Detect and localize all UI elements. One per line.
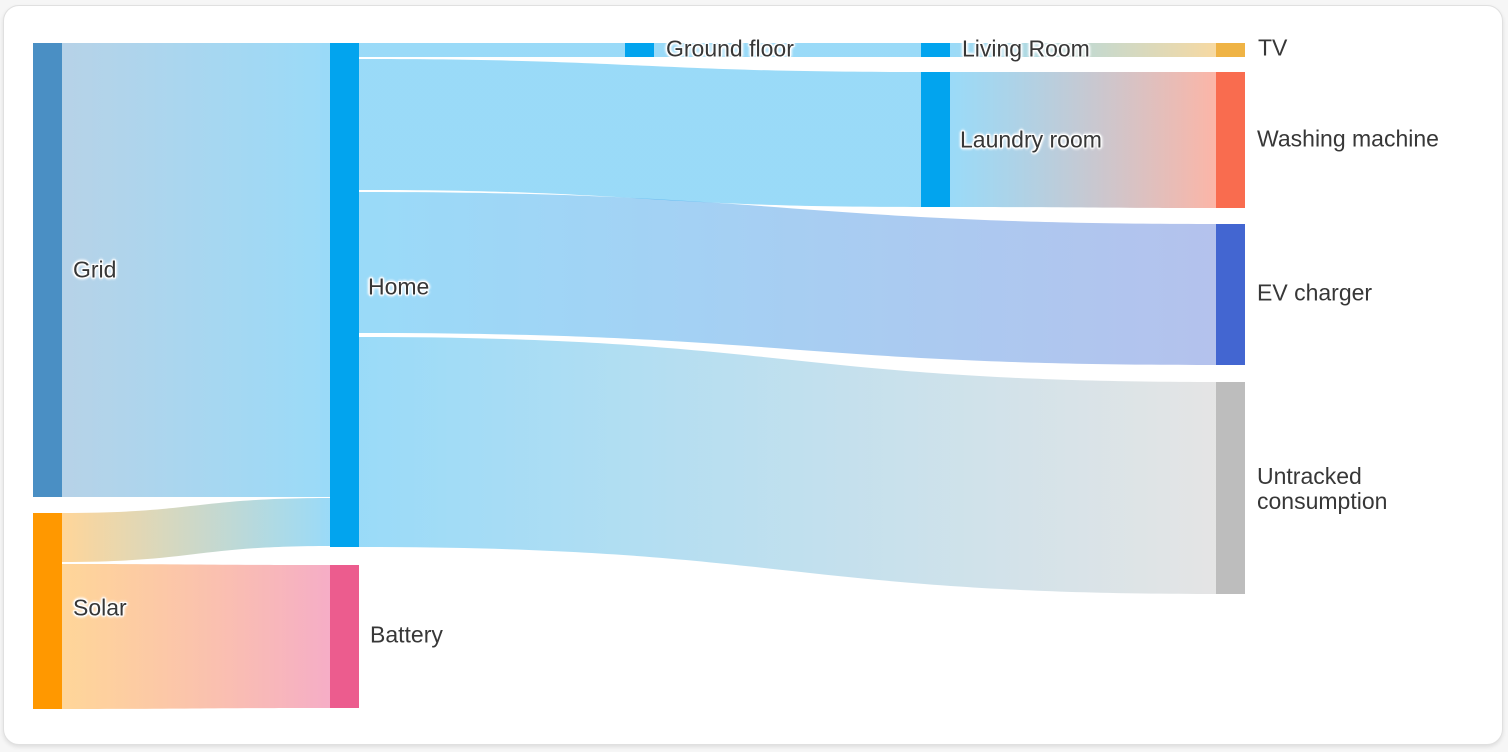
node-ev_charger[interactable] xyxy=(1216,224,1245,365)
node-tv[interactable] xyxy=(1216,43,1245,57)
node-ground_floor[interactable] xyxy=(625,43,654,57)
flow-home-ground_floor xyxy=(359,43,625,57)
node-battery[interactable] xyxy=(330,565,359,708)
node-home[interactable] xyxy=(330,43,359,547)
flow-laundry_room-washing_machine xyxy=(950,72,1216,208)
flow-grid-home xyxy=(62,43,330,497)
node-grid[interactable] xyxy=(33,43,62,497)
flow-solar-home xyxy=(62,498,330,562)
node-solar[interactable] xyxy=(33,513,62,709)
node-laundry_room[interactable] xyxy=(921,72,950,207)
node-living_room[interactable] xyxy=(921,43,950,57)
flow-ground_floor-living_room xyxy=(654,43,921,57)
flow-home-laundry_room xyxy=(359,59,921,207)
flow-home-ev_charger xyxy=(359,192,1216,365)
node-untracked[interactable] xyxy=(1216,382,1245,594)
flow-living_room-tv xyxy=(950,43,1216,57)
node-washing_machine[interactable] xyxy=(1216,72,1245,208)
flow-home-untracked xyxy=(359,337,1216,594)
flow-solar-battery xyxy=(62,564,330,709)
